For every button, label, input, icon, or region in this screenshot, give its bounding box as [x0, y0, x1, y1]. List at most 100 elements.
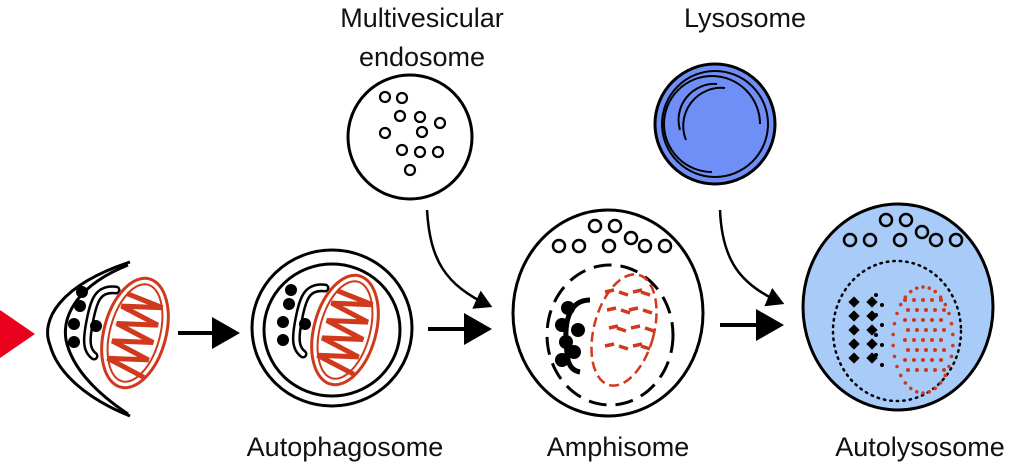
degraded-mitochondrion-dot	[942, 308, 946, 312]
degraded-mitochondrion-dot	[903, 358, 907, 362]
degraded-mitochondrion-dot	[921, 338, 925, 342]
degraded-ribosome	[848, 296, 860, 308]
degraded-mitochondrion-dot	[938, 381, 943, 385]
vesicle	[914, 224, 930, 240]
cristae-fragment	[632, 288, 643, 294]
degraded-ribosome	[848, 324, 860, 336]
amphisome-inner-membrane	[545, 263, 675, 407]
cristae-fragment	[640, 290, 651, 297]
degraded-mitochondrion-dot	[912, 338, 916, 342]
degraded-mitochondrion-dot	[903, 338, 907, 342]
mitochondrion-cristae	[316, 288, 374, 377]
degraded-mitochondrion-dot	[891, 332, 895, 337]
degraded-mitochondrion-dot	[930, 318, 934, 322]
degraded-mitochondrion-dot	[915, 368, 919, 372]
cristae-fragment	[620, 308, 631, 315]
vesicle	[395, 91, 409, 105]
cristae-fragment	[632, 342, 643, 348]
degraded-mitochondrion-dot	[903, 381, 908, 385]
er-lumen	[85, 287, 118, 358]
vesicle	[637, 238, 653, 254]
label-amphisome: Amphisome	[547, 432, 690, 462]
ribosome	[74, 300, 86, 312]
autophagosome	[250, 248, 414, 408]
degraded-mitochondrion-dot	[903, 318, 907, 322]
cristae-fragment	[606, 306, 617, 312]
vesicle	[928, 232, 944, 248]
mitochondrion	[100, 276, 170, 390]
vesicle	[878, 212, 894, 228]
degraded-mitochondrion-dot	[903, 295, 908, 299]
vesicle	[393, 109, 407, 123]
degraded-mitochondrion-dot	[938, 295, 943, 299]
degraded-mitochondrion-dot	[906, 308, 910, 312]
degraded-mitochondrion-dot	[942, 348, 946, 352]
arrow-lysosome-to-autolysosome	[718, 209, 785, 307]
vesicle	[862, 232, 878, 248]
vesicle	[948, 232, 964, 248]
cristae-fragment	[642, 308, 653, 315]
degraded-ribosome	[848, 310, 860, 322]
degraded-mitochondrion-dot	[895, 311, 899, 316]
vesicle	[587, 218, 603, 234]
degraded-mitochondrion-dot	[924, 368, 928, 372]
autolysosome-inner-membrane	[831, 259, 963, 403]
degraded-mitochondrion-dot	[908, 289, 913, 294]
label-lysosome: Lysosome	[684, 3, 806, 33]
ribosome	[68, 336, 80, 348]
ribosome	[90, 320, 102, 332]
degraded-ribosome	[866, 296, 878, 308]
degraded-mitochondrion-dot	[921, 298, 925, 302]
amphisome-cargo	[555, 273, 658, 387]
degraded-mitochondrion-dot	[921, 391, 925, 395]
degraded-ribosome	[848, 352, 860, 364]
cristae-fragment	[616, 326, 627, 333]
phagophore-cargo	[68, 285, 121, 361]
ribosome	[68, 318, 80, 330]
degraded-mitochondrion-dot	[915, 348, 919, 352]
fragmented-mitochondrion	[590, 273, 658, 387]
vesicle	[601, 238, 617, 254]
degraded-mitochondrion-dot	[921, 318, 925, 322]
mitochondrion-inner-membrane	[316, 280, 374, 380]
autophagosome-cargo	[277, 283, 330, 359]
degraded-mitochondrion-dot	[933, 368, 937, 372]
degraded-mitochondrion-dot	[891, 343, 895, 348]
vesicle	[623, 230, 639, 246]
degraded-mitochondrion-dot	[942, 328, 946, 332]
degraded-ribosome	[866, 324, 878, 336]
cristae-fragment	[618, 344, 629, 351]
vesicle	[415, 125, 429, 139]
vesicle	[607, 218, 623, 234]
degraded-mitochondrion-dot	[943, 302, 948, 307]
degraded-mitochondrion-dot	[927, 286, 932, 290]
degraded-mitochondrion-dot	[892, 321, 897, 326]
debris-dot	[874, 313, 878, 317]
degraded-mitochondrion-dot	[906, 348, 910, 352]
degraded-mitochondrion-dot	[898, 302, 903, 307]
debris-dot	[880, 363, 884, 367]
degraded-ribosome	[848, 338, 860, 350]
degraded-mitochondrion-dot	[906, 368, 910, 372]
cristae-fragment	[628, 306, 639, 312]
degraded-mitochondrion-dot	[895, 364, 899, 369]
vesicle	[842, 232, 858, 248]
degraded-ribosome	[866, 338, 878, 350]
label-endosome: endosome	[359, 42, 485, 72]
vesicle	[433, 116, 447, 130]
vesicle	[378, 126, 392, 140]
degraded-mitochondrion-dot	[914, 390, 919, 394]
degraded-mitochondrion-dot	[927, 390, 932, 394]
ribosome	[555, 353, 569, 367]
cristae-fragment	[608, 324, 619, 330]
degraded-mitochondrion-dot	[915, 328, 919, 332]
cristae-fragment	[604, 342, 615, 348]
amphisome-vesicles	[551, 218, 673, 254]
degraded-mitochondrion-dot	[947, 311, 951, 316]
cristae-fragment	[640, 344, 651, 351]
degraded-mitochondrion-dot	[933, 289, 938, 294]
multivesicular-endosome	[346, 73, 474, 201]
debris-dot	[874, 293, 878, 297]
degraded-mitochondrion-dot	[930, 338, 934, 342]
